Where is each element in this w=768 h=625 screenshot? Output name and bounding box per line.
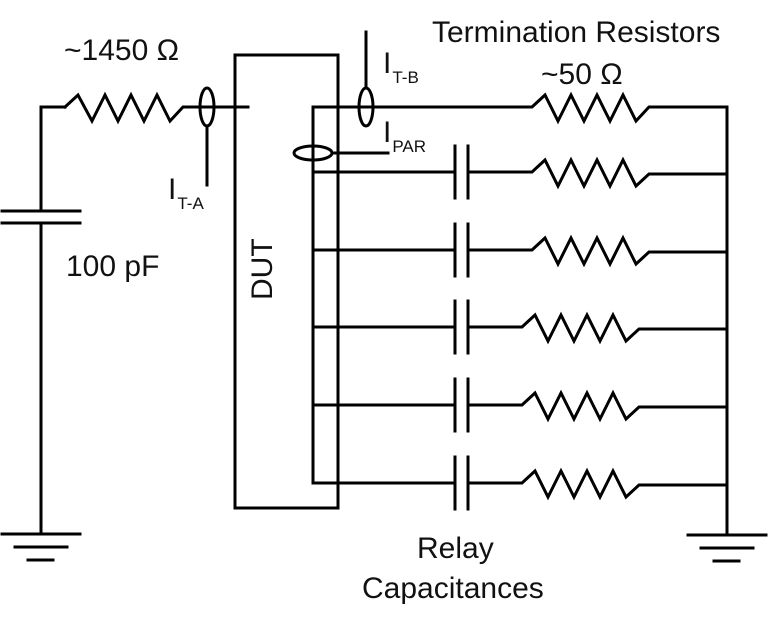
relay-caps-label-line1: Relay [417, 532, 494, 565]
termination-row-1 [311, 30, 729, 128]
termination-resistor-3 [466, 234, 729, 268]
current-label-ita: IT-A [168, 173, 204, 213]
termination-value-label: ~50 Ω [541, 58, 623, 91]
termination-resistor-1 [311, 91, 729, 125]
termination-resistor-4 [466, 311, 729, 345]
dut-label: DUT [246, 238, 279, 300]
relay-caps-label-line2: Capacitances [362, 572, 544, 605]
source-capacitor-label: 100 pF [66, 250, 160, 283]
termination-resistor-6 [466, 467, 729, 501]
relay-rows [311, 144, 729, 511]
source-resistor-label: ~1450 Ω [64, 34, 180, 67]
source-branch [0, 86, 250, 562]
termination-resistor-2 [466, 156, 729, 190]
ground-right-icon [686, 533, 768, 563]
dut-box [233, 53, 340, 510]
current-label-itb: IT-B [383, 47, 419, 87]
resistor-1450-ohm [62, 91, 237, 125]
termination-resistor-5 [466, 389, 729, 423]
ground-left-icon [0, 532, 82, 562]
termination-title: Termination Resistors [432, 16, 721, 49]
current-label-ipar: IPAR [383, 116, 427, 156]
source-wire-top [39, 105, 67, 213]
